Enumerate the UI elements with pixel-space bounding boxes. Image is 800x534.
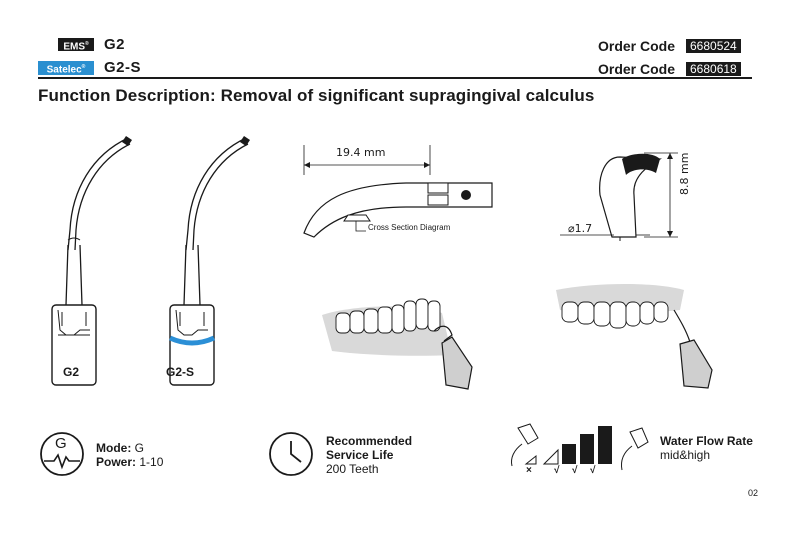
header-divider (38, 77, 752, 79)
length-diagram (303, 145, 493, 238)
ems-logo: EMS® (58, 38, 94, 52)
service-life-title-1: Recommended (326, 434, 413, 448)
power-label: Power: 1-10 (96, 455, 164, 469)
model-name-g2s: G2-S (104, 59, 142, 76)
tip-g2s-illustration (168, 136, 250, 386)
cross-section-label: Cross Section Diagram (368, 223, 451, 232)
mode-label: Mode: G (96, 441, 145, 455)
mode-icon-letter: G (55, 435, 67, 452)
lower-teeth-illustration (322, 298, 473, 390)
order-code-2: 6680618 (686, 62, 741, 76)
water-mark-3: √ (572, 465, 578, 476)
power-value: 1-10 (139, 455, 164, 469)
upper-teeth-illustration (556, 284, 713, 389)
model-name-g2: G2 (104, 36, 126, 53)
page-number: 02 (748, 488, 759, 498)
satelec-logo: Satelec® (38, 61, 94, 75)
mode-icon (40, 432, 84, 476)
water-mark-4: √ (590, 465, 596, 476)
diameter-dimension: ⌀1.7 (568, 222, 593, 235)
service-life-value: 200 Teeth (326, 462, 379, 476)
water-flow-value: mid&high (660, 448, 711, 462)
clock-icon (269, 432, 313, 476)
tip-side-view-diagram (560, 152, 678, 241)
tip-label-g2s: G2-S (166, 365, 195, 379)
tip-label-g2: G2 (63, 365, 80, 379)
water-flow-title: Water Flow Rate (660, 434, 753, 448)
mode-value: G (134, 441, 145, 455)
water-mark-1: × (526, 465, 532, 476)
order-code-1: 6680524 (686, 39, 741, 53)
water-flow-level-icon (511, 423, 649, 471)
service-life-title-2: Service Life (326, 448, 394, 462)
order-code-label-2: Order Code (598, 61, 676, 77)
tip-g2-illustration (51, 136, 132, 386)
order-code-label-1: Order Code (598, 38, 676, 54)
height-dimension: 8.8 mm (678, 152, 691, 195)
diameter-icon: ⌀ (568, 222, 575, 235)
function-description: Function Description: Removal of signifi… (38, 86, 595, 105)
water-mark-2: √ (554, 465, 560, 476)
length-dimension: 19.4 mm (336, 146, 386, 159)
